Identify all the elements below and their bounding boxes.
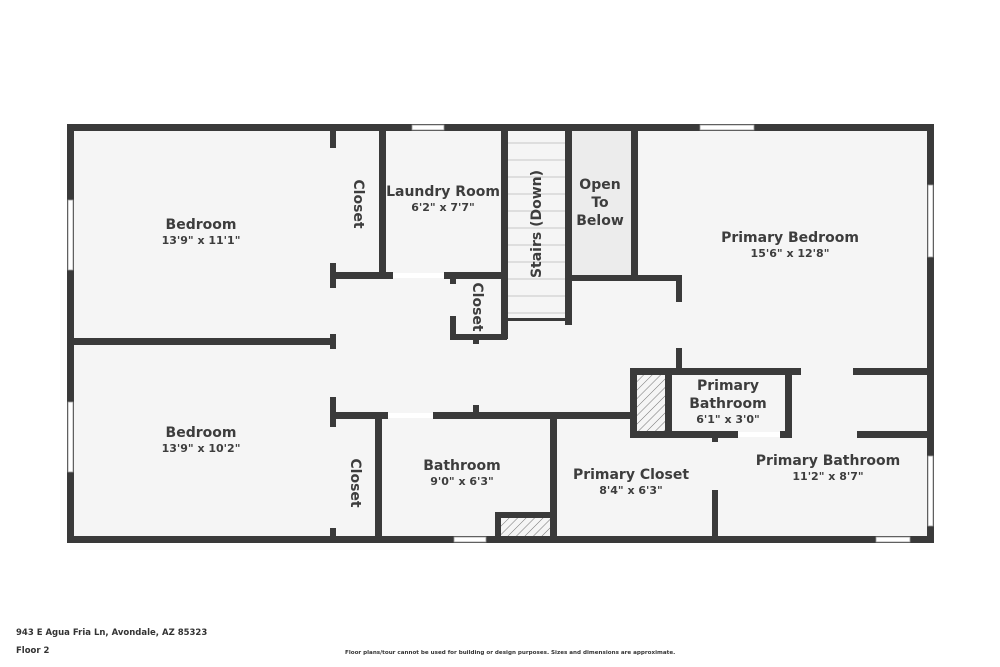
floor-label: Floor 2	[16, 646, 50, 656]
room-label-closet-2: Closet	[469, 282, 485, 332]
room-label-stairs-down: Stairs (Down)	[529, 169, 545, 279]
open-to-below-area	[571, 131, 632, 276]
room-label-primary-bathroom: Primary Bathroom 11'2" x 8'7"	[755, 453, 901, 483]
room-label-bedroom-1: Bedroom 13'9" x 11'1"	[161, 217, 241, 247]
stairs	[508, 142, 566, 314]
room-label-laundry-room: Laundry Room 6'2" x 7'7"	[386, 184, 500, 214]
hatched-shaft	[501, 518, 550, 536]
hatched-shaft	[637, 375, 666, 431]
walls	[67, 124, 934, 543]
room-label-closet-3: Closet	[347, 458, 363, 508]
disclaimer: Floor plans/tour cannot be used for buil…	[345, 650, 676, 656]
windows	[67, 124, 934, 543]
room-label-bathroom: Bathroom 9'0" x 6'3"	[423, 458, 501, 488]
room-label-primary-closet: Primary Closet 8'4" x 6'3"	[572, 467, 690, 497]
room-label-primary-bedroom: Primary Bedroom 15'6" x 12'8"	[721, 230, 859, 260]
room-label-bedroom-2: Bedroom 13'9" x 10'2"	[161, 425, 241, 455]
room-label-closet-1: Closet	[350, 179, 366, 229]
room-label-primary-bathroom-small: Primary Bathroom 6'1" x 3'0"	[689, 378, 767, 426]
room-label-open-to-below: Open To Below	[576, 177, 624, 229]
property-address: 943 E Agua Fria Ln, Avondale, AZ 85323	[16, 628, 208, 638]
